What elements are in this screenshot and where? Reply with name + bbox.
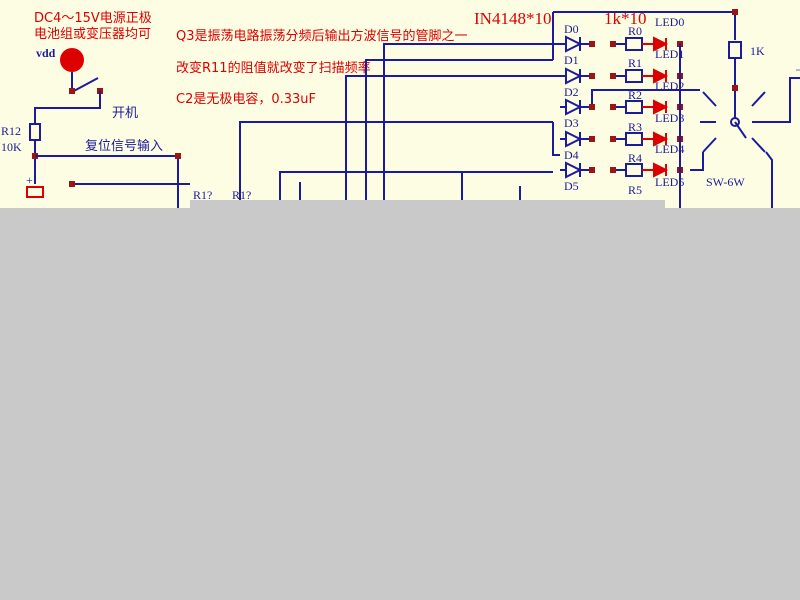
led-symbol bbox=[642, 68, 669, 84]
led-label: LED3 bbox=[655, 111, 684, 125]
led-symbol bbox=[642, 131, 669, 147]
led-label: LED2 bbox=[655, 79, 684, 93]
led-label: LED0 bbox=[655, 15, 684, 29]
signal-wire bbox=[365, 59, 553, 208]
q3-note: Q3是振荡电路振荡分频后输出方波信号的管脚之一 bbox=[176, 28, 468, 44]
diode-row-0: D0 R0 LED0 bbox=[560, 15, 684, 53]
resistor-label: R1 bbox=[628, 56, 642, 70]
diode-label: D0 bbox=[564, 22, 579, 36]
wire bbox=[766, 77, 800, 123]
diode-bus-mid bbox=[552, 122, 560, 156]
junction-dot bbox=[175, 153, 181, 159]
resistor-symbol bbox=[625, 163, 643, 177]
diode-label: D5 bbox=[564, 179, 579, 193]
junction-dot bbox=[589, 136, 595, 142]
switch-contact bbox=[702, 137, 717, 153]
switch-wiper bbox=[734, 121, 747, 139]
resistor-symbol bbox=[625, 132, 643, 146]
resistor-label: R4 bbox=[628, 151, 642, 165]
occlusion-strip bbox=[190, 200, 665, 208]
power-note-line2: 电池组或变压器均可 bbox=[34, 26, 151, 42]
r12-resistor bbox=[29, 123, 41, 141]
diode-symbol bbox=[560, 98, 592, 116]
power-switch-lever bbox=[71, 77, 99, 93]
junction-dot bbox=[589, 167, 595, 173]
junction-dot bbox=[589, 41, 595, 47]
vdd-terminal bbox=[60, 48, 84, 72]
diode-label: D1 bbox=[564, 53, 579, 67]
resistor-label: R5 bbox=[628, 183, 642, 197]
resistor-symbol bbox=[625, 37, 643, 51]
c1-capacitor bbox=[26, 186, 44, 198]
c2-note: C2是无极电容，0.33uF bbox=[176, 91, 316, 107]
resistor-label: R3 bbox=[628, 120, 642, 134]
diode-label: D3 bbox=[564, 116, 579, 130]
r12-value: 10K bbox=[1, 140, 22, 154]
signal-wire bbox=[383, 43, 560, 208]
diode-row-1: D1 R1 LED1 bbox=[560, 47, 684, 85]
led-symbol bbox=[642, 36, 669, 52]
schematic-svg: DC4～15V电源正极 电池组或变压器均可 vdd 开机 R12 10K 复位信… bbox=[1, 9, 800, 208]
vdd-label: vdd bbox=[36, 46, 56, 60]
led-symbol bbox=[642, 99, 669, 115]
switch-contact bbox=[751, 91, 766, 107]
switch-label: SW-6W bbox=[706, 175, 745, 189]
diode-symbol bbox=[560, 67, 592, 85]
diode-label: D4 bbox=[564, 148, 579, 162]
led-symbol bbox=[642, 162, 669, 178]
diode-symbol bbox=[560, 35, 592, 53]
led-label: LED4 bbox=[655, 142, 684, 156]
junction-dot bbox=[589, 73, 595, 79]
junction-dot bbox=[69, 181, 75, 187]
diode-symbol bbox=[560, 130, 592, 148]
switch-contact bbox=[702, 91, 717, 107]
r-top-label: 1K bbox=[750, 44, 765, 58]
wire bbox=[765, 151, 773, 208]
diode-spec: IN4148*10 bbox=[474, 9, 551, 28]
switch-contact-left bbox=[69, 88, 75, 94]
diode-row-2: D2 R2 LED2 bbox=[560, 79, 700, 116]
junction-dot bbox=[610, 73, 616, 79]
diode-row-3: D3 R3 LED3 bbox=[560, 111, 684, 148]
led-label: LED1 bbox=[655, 47, 684, 61]
diode-row-5: D5 R5 LED5 bbox=[564, 175, 684, 197]
diode-row-4: D4 R4 LED4 bbox=[560, 142, 684, 179]
switch-contact bbox=[751, 137, 766, 153]
plus-sign: + bbox=[26, 173, 33, 187]
r11-note: 改变R11的阻值就改变了扫描频率 bbox=[176, 60, 371, 76]
resistor-label: R0 bbox=[628, 24, 642, 38]
junction-dot bbox=[732, 85, 738, 91]
empty-gray-area bbox=[0, 208, 800, 600]
junction-dot bbox=[732, 9, 738, 15]
resistor-symbol bbox=[625, 69, 643, 83]
rotary-switch: SW-6W bbox=[690, 77, 800, 208]
r13-label-partial: R1? bbox=[193, 188, 212, 202]
resistor-label: R2 bbox=[628, 88, 642, 102]
signal-wire bbox=[239, 121, 553, 208]
resistor-spec: 1k*10 bbox=[604, 9, 647, 28]
power-note-line1: DC4～15V电源正极 bbox=[34, 11, 152, 26]
reset-input-label: 复位信号输入 bbox=[85, 138, 163, 154]
junction-dot bbox=[610, 41, 616, 47]
junction-dot bbox=[589, 104, 595, 110]
reset-wire bbox=[35, 155, 179, 208]
junction-dot bbox=[610, 104, 616, 110]
switch-to-r12-wire bbox=[34, 91, 101, 124]
diode-symbol bbox=[560, 161, 592, 179]
wire bbox=[591, 89, 700, 107]
signal-wire bbox=[345, 75, 560, 208]
r11-label-partial: R1? bbox=[232, 188, 251, 202]
power-switch-label: 开机 bbox=[112, 106, 138, 121]
led-label: LED5 bbox=[655, 175, 684, 189]
resistor-symbol bbox=[625, 100, 643, 114]
switch-pivot bbox=[730, 117, 740, 127]
diode-label: D2 bbox=[564, 85, 579, 99]
junction-dot bbox=[610, 167, 616, 173]
circuit-schematic: DC4～15V电源正极 电池组或变压器均可 vdd 开机 R12 10K 复位信… bbox=[0, 0, 800, 208]
r12-label: R12 bbox=[1, 124, 21, 138]
wire bbox=[690, 152, 704, 171]
r-top-resistor bbox=[728, 41, 742, 59]
junction-dot bbox=[610, 136, 616, 142]
